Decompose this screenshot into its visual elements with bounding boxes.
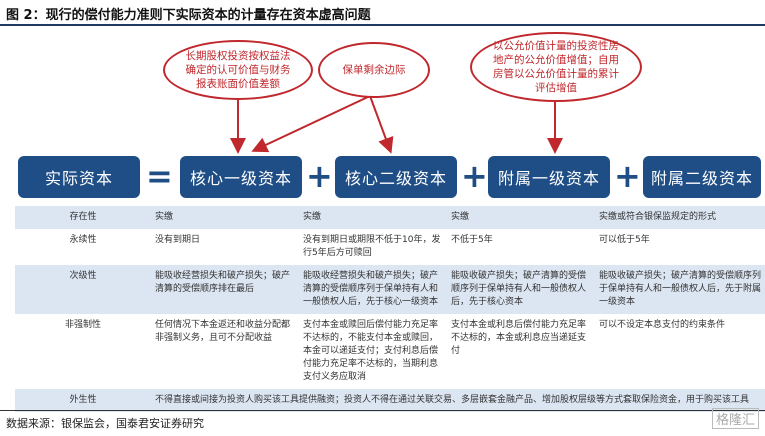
actual-capital-box: 实际资本	[18, 156, 140, 198]
cell: 实缴	[151, 206, 299, 229]
plus-sign: +	[461, 157, 488, 195]
callout-property-appreciation: 以公允价值计量的投资性房地产的公允价值增值；自用房管以公允价值计量的累计评估增值	[470, 32, 642, 102]
cell: 能吸收破产损失；破产清算的受偿顺序列于保单持有人和一般债权人后，先于核心资本	[447, 265, 595, 314]
cell: 能吸收经营损失和破产损失；破产清算的受偿顺序列于保单持有人和一般债权人后，先于核…	[299, 265, 447, 314]
divider	[0, 24, 765, 26]
table-row: 永续性 没有到期日 没有到期日或期限不低于10年，发行5年后方可赎回不低于5年 可以低…	[15, 229, 765, 265]
plus-sign: +	[614, 157, 641, 195]
cell: 能吸收经营损失和破产损失；破产清算的受偿顺序排在最后	[151, 265, 299, 314]
cell: 可以低于5年	[599, 235, 650, 245]
capital-criteria-table: 存在性实缴实缴实缴实缴或符合银保监规定的形式 永续性没有到期日没有到期日或期限不…	[15, 206, 765, 412]
row-label: 非强制性	[64, 320, 101, 330]
callout-equity-investment: 长期股权投资按权益法确定的认可价值与财务报表账面价值差额	[163, 40, 313, 100]
watermark-logo: 格隆汇	[711, 408, 759, 429]
cell: 任何情况下本金返还和收益分配都非强制义务，且可不分配收益	[155, 320, 291, 343]
cell: 支付本金或赎回后偿付能力充足率不达标的，不能支付本金或赎回，本金可以递延支付；支…	[303, 320, 439, 382]
row-label: 存在性	[15, 206, 151, 229]
divider	[0, 410, 765, 411]
cell: 可以不设定本息支付的约束条件	[599, 320, 726, 330]
row-label: 永续性	[69, 235, 97, 245]
cell: 没有到期日	[155, 235, 201, 245]
supplementary-tier1-box: 附属一级资本	[488, 156, 610, 198]
cell: 实缴	[299, 206, 447, 229]
cell: 能吸收破产损失；破产清算的受偿顺序列于保单持有人和一般债权人后，先于附属一级资本	[595, 265, 765, 314]
figure-title: 图 2：现行的偿付能力准则下实际资本的计量存在资本虚高问题	[6, 8, 371, 23]
table-row: 非强制性 任何情况下本金返还和收益分配都非强制义务，且可不分配收益支付本金或赎回后…	[15, 314, 765, 389]
core-tier2-box: 核心二级资本	[335, 156, 457, 198]
core-tier1-box: 核心一级资本	[180, 156, 302, 198]
cell: 没有到期日或期限不低于10年，发行5年后方可赎回	[303, 235, 441, 258]
cell: 支付本金或利息后偿付能力充足率不达标的，本金或利息应当递延支付	[451, 320, 587, 356]
row-label: 外生性	[15, 389, 151, 412]
supplementary-tier2-box: 附属二级资本	[643, 156, 761, 198]
callout-policy-margin: 保单剩余边际	[318, 42, 430, 98]
cell: 实缴	[447, 206, 595, 229]
cell: 不低于5年	[451, 235, 493, 245]
table-row: 存在性实缴实缴实缴实缴或符合银保监规定的形式	[15, 206, 765, 229]
row-label: 次级性	[15, 265, 151, 314]
cell: 不得直接或间接为投资人购买该工具提供融资；投资人不得在通过关联交易、多层嵌套金融…	[151, 389, 765, 412]
table-row: 外生性不得直接或间接为投资人购买该工具提供融资；投资人不得在通过关联交易、多层嵌…	[15, 389, 765, 412]
source-note: 数据来源：银保监会，国泰君安证券研究	[6, 417, 204, 430]
cell: 实缴或符合银保监规定的形式	[595, 206, 765, 229]
plus-sign: +	[306, 157, 333, 195]
table-row: 次级性能吸收经营损失和破产损失；破产清算的受偿顺序排在最后能吸收经营损失和破产损…	[15, 265, 765, 314]
equals-sign: =	[146, 157, 173, 195]
